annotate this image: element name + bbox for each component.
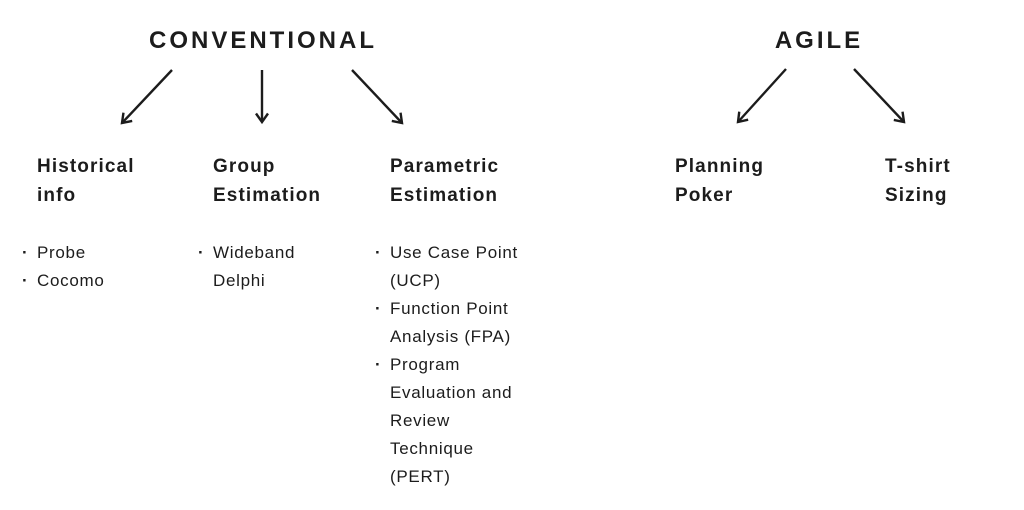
list-item-label: Cocomo [37, 271, 105, 290]
list-item: · Wideband Delphi [198, 239, 321, 295]
bullet-icon: · [375, 243, 382, 262]
list-item: · Program Evaluation and Review Techniqu… [375, 351, 518, 491]
list-item-label: Program Evaluation and Review Technique … [390, 355, 513, 486]
bullet-icon: · [375, 355, 382, 374]
branch-heading: Parametric Estimation [390, 156, 500, 206]
arrow-icon [351, 69, 404, 125]
branch-planning-poker: Planning Poker [675, 152, 764, 210]
group-title-conventional: CONVENTIONAL [149, 27, 377, 54]
bullet-icon: · [22, 243, 29, 262]
branch-heading: Historical info [37, 156, 135, 206]
bullet-icon: · [375, 299, 382, 318]
branch-heading: Group Estimation [213, 156, 322, 206]
list-item: · Use Case Point (UCP) [375, 239, 518, 295]
list-item: · Cocomo [22, 267, 135, 295]
branch-item-list: · Probe · Cocomo [22, 239, 135, 295]
list-item-label: Function Point Analysis (FPA) [390, 299, 511, 346]
bullet-icon: · [198, 243, 205, 262]
branch-group-estimation: Group Estimation · Wideband Delphi [198, 152, 322, 295]
list-item: · Probe [22, 239, 135, 267]
list-item: · Function Point Analysis (FPA) [375, 295, 518, 351]
group-title-agile: AGILE [774, 27, 864, 54]
branch-tshirt-sizing: T-shirt Sizing [885, 152, 951, 210]
branch-item-list: · Wideband Delphi [198, 239, 321, 295]
arrow-icon [736, 68, 787, 124]
list-item-label: Wideband Delphi [213, 243, 296, 290]
branch-parametric-estimation: Parametric Estimation · Use Case Point (… [375, 152, 518, 491]
arrow-icon [120, 69, 173, 125]
bullet-icon: · [22, 271, 29, 290]
list-item-label: Probe [37, 243, 86, 262]
branch-historical-info: Historical info · Probe · Cocomo [22, 152, 135, 295]
branch-heading: T-shirt Sizing [885, 156, 951, 206]
list-item-label: Use Case Point (UCP) [390, 243, 518, 290]
arrow-icon [853, 68, 906, 124]
branch-heading: Planning Poker [675, 156, 765, 206]
branch-item-list: · Use Case Point (UCP) · Function Point … [375, 239, 518, 491]
